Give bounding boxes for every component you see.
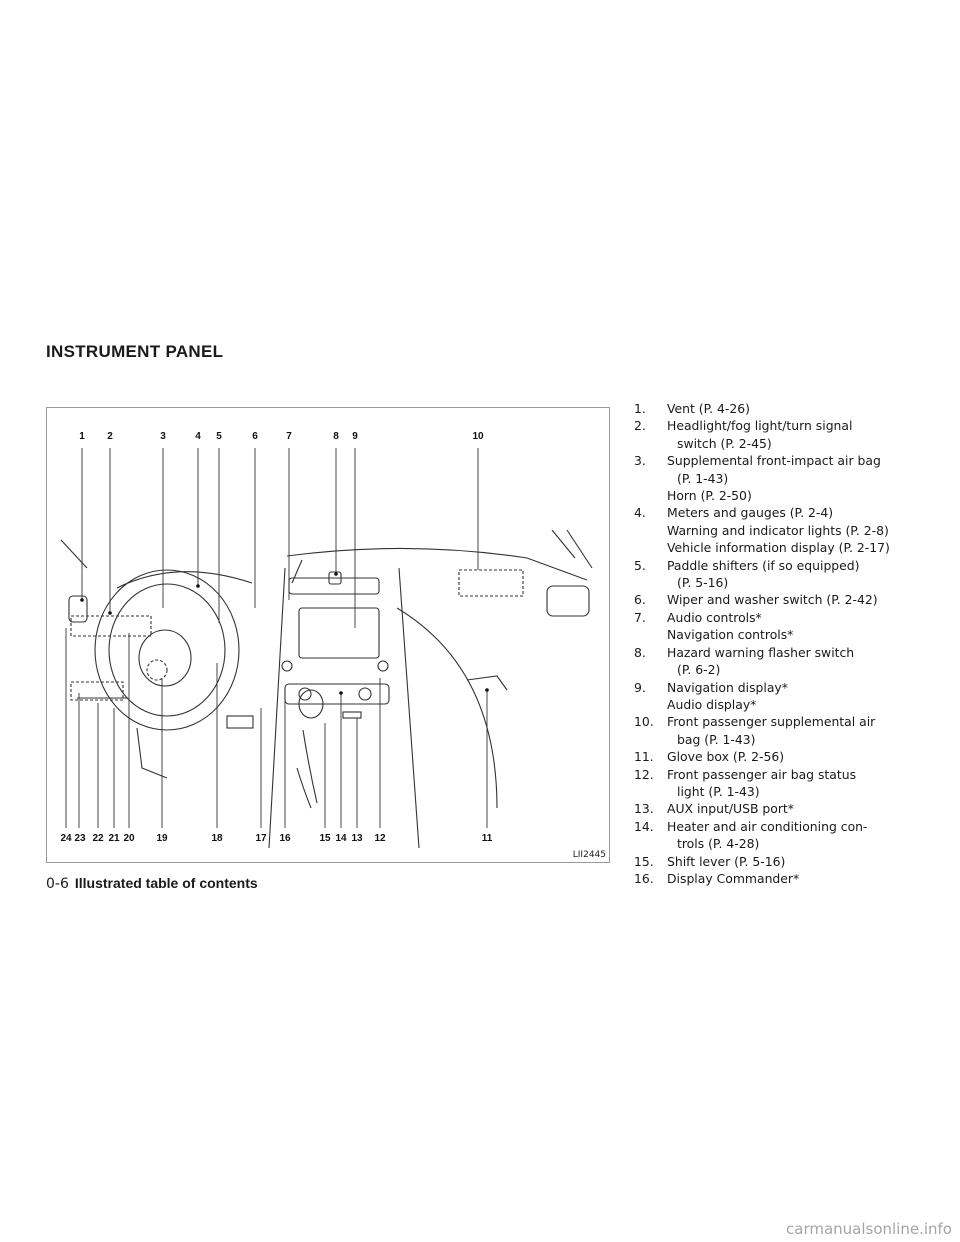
instrument-panel-figure: 1 2 3 4 5 6 7 8 9 10 24 23 22 21 20 19 1… [46,407,610,863]
callout-13: 13 [351,833,363,844]
toc-item: 9. Navigation display*Audio display* [634,679,934,714]
figure-code: LII2445 [572,850,606,860]
toc-item: 14. Heater and air conditioning con-trols… [634,818,934,853]
callout-16: 16 [279,833,291,844]
callout-18: 18 [211,833,223,844]
callout-1: 1 [79,431,85,442]
toc-item: 1. Vent (P. 4-26) [634,400,934,417]
toc-item-line: switch (P. 2-45) [677,435,772,451]
toc-item-number: 15. [634,853,654,869]
page-number: 0-6 [46,876,69,892]
callout-23: 23 [74,833,86,844]
section-title: INSTRUMENT PANEL [46,342,224,361]
toc-item: 15. Shift lever (P. 5-16) [634,853,934,870]
toc-item-number: 3. [634,453,646,469]
toc-item-line: Hazard warning flasher switch [667,644,855,660]
toc-item-line: light (P. 1-43) [677,783,760,799]
toc-item-number: 4. [634,505,646,521]
toc-item-number: 9. [634,679,646,695]
toc-item-line: Supplemental front-impact air bag [667,453,881,469]
toc-item-number: 13. [634,801,654,817]
toc-item: 6. Wiper and washer switch (P. 2-42) [634,591,934,608]
toc-item-line: (P. 6-2) [677,662,721,678]
toc-item-line: trols (P. 4-28) [677,836,760,852]
toc-item-line: Headlight/fog light/turn signal [667,418,853,434]
toc-item-line: (P. 1-43) [677,470,729,486]
toc-item-line: Navigation controls* [667,627,794,643]
toc-item: 16. Display Commander* [634,870,934,887]
toc-item-line: Horn (P. 2-50) [667,488,752,504]
callout-10: 10 [472,431,484,442]
toc-item-line: Audio display* [667,696,757,712]
toc-item-line: Display Commander* [667,870,800,886]
callout-5: 5 [216,431,222,442]
toc-item-number: 6. [634,592,646,608]
toc-item: 3. Supplemental front-impact air bag(P. 1… [634,452,934,504]
callout-7: 7 [286,431,292,442]
toc-item-line: Warning and indicator lights (P. 2-8) [667,522,889,538]
toc-item-number: 8. [634,644,646,660]
toc-item-line: Navigation display* [667,679,788,695]
instrument-panel-illustration: 1 2 3 4 5 6 7 8 9 10 24 23 22 21 20 19 1… [60,431,593,849]
toc-item-line: (P. 5-16) [677,575,729,591]
callout-8: 8 [333,431,339,442]
toc-item-line: Vent (P. 4-26) [667,401,750,416]
toc-item-number: 16. [634,870,654,886]
toc-item-line: Paddle shifters (if so equipped) [667,557,860,573]
toc-item-number: 1. [634,401,646,416]
toc-item: 7. Audio controls* Navigation controls* [634,609,934,644]
toc-item-number: 12. [634,766,654,782]
callout-14: 14 [335,833,347,844]
callout-15: 15 [319,833,331,844]
callout-11: 11 [482,833,493,844]
toc-item-number: 2. [634,418,646,434]
callout-21: 21 [108,833,120,844]
callout-6: 6 [252,431,258,442]
callout-24: 24 [60,833,72,844]
toc-item-number: 11. [634,749,654,765]
watermark: carmanualsonline.info [786,1220,952,1238]
toc-item: 8. Hazard warning flasher switch (P. 6-2) [634,644,934,679]
toc-item-line: Vehicle information display (P. 2-17) [667,540,890,556]
toc-item-line: bag (P. 1-43) [677,731,756,747]
callout-20: 20 [123,833,135,844]
callout-9: 9 [352,431,358,442]
callout-12: 12 [374,833,386,844]
callout-3: 3 [160,431,166,442]
toc-item-line: Meters and gauges (P. 2-4) [667,505,834,521]
toc-item-line: Shift lever (P. 5-16) [667,853,786,869]
callout-17: 17 [255,833,267,844]
toc-item-line: Wiper and washer switch (P. 2-42) [667,592,878,608]
toc-item: 11. Glove box (P. 2-56) [634,748,934,765]
footer-title: Illustrated table of contents [74,875,258,891]
page-footer: 0-6 Illustrated table of contents [46,875,258,892]
toc-item-line: Heater and air conditioning con- [667,818,868,834]
toc-item-line: Front passenger air bag status [667,766,857,782]
toc-item-number: 5. [634,557,646,573]
callout-19: 19 [156,833,168,844]
toc-item-number: 7. [634,609,646,625]
toc-item-line: Audio controls* [667,609,762,625]
toc-list: 1. Vent (P. 4-26) 2. Headlight/fog light/tu… [634,400,934,887]
toc-item-line: Glove box (P. 2-56) [667,749,785,765]
toc-item-number: 14. [634,818,654,834]
toc-item-line: Front passenger supplemental air [667,714,876,730]
callout-2: 2 [107,431,113,442]
callout-4: 4 [195,431,201,442]
toc-item-line: AUX input/USB port* [667,801,794,817]
toc-item: 5. Paddle shifters (if so equipped) (P. 5-… [634,557,934,592]
callout-22: 22 [92,833,104,844]
toc-item: 13. AUX input/USB port* [634,800,934,817]
toc-item: 4. Meters and gauges (P. 2-4)Warning and … [634,504,934,556]
toc-item-number: 10. [634,714,654,730]
